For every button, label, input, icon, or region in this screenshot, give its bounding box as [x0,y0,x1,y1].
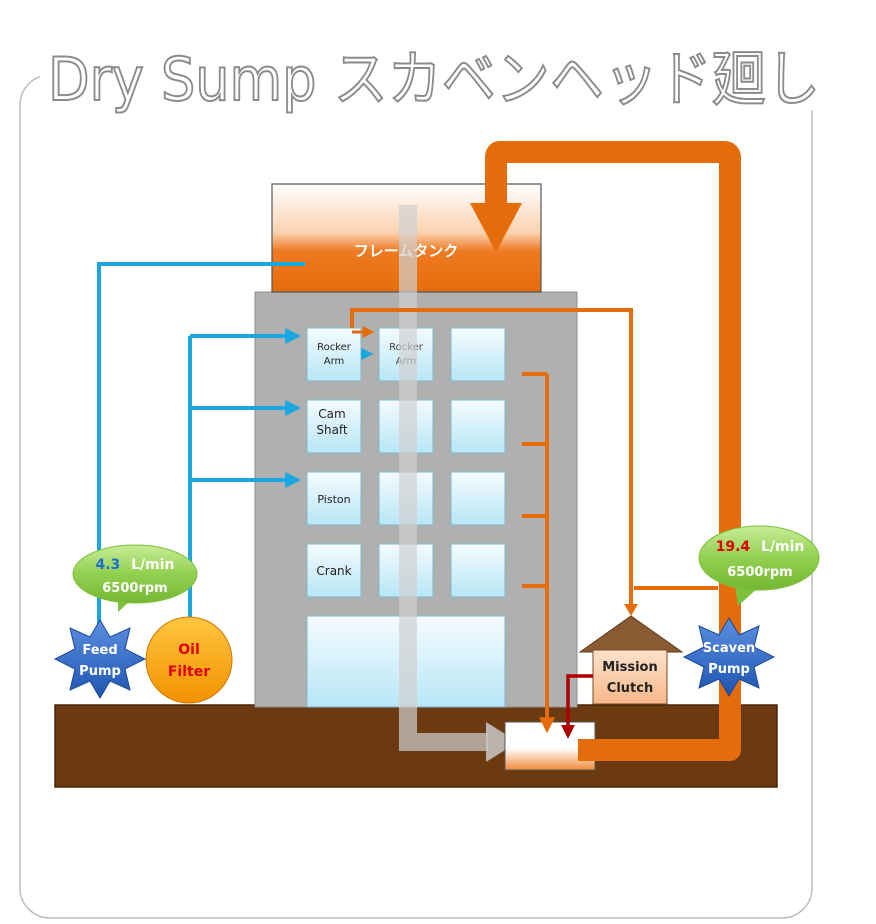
crank-label: Crank [316,564,351,578]
feed-pump-star [53,619,147,699]
feed-pump-label-l2: Pump [79,664,121,679]
scaven-pump-label-l2: Pump [708,662,750,677]
feed-flow-bubble: 4.3 L/min 6500rpm [72,544,198,612]
cell-cam-shaft [306,399,362,454]
return-flow-pipe [399,205,488,751]
mission-clutch-box [592,649,668,705]
cam-shaft-label-l1: Cam [318,407,345,421]
scavenge-lines [350,308,718,734]
cell-r1-c3 [450,327,506,382]
oil-filter-label-l1: Oil [178,642,200,658]
rocker-arm-1-label-l2: Arm [324,356,345,367]
cell-piston [306,471,362,526]
return-flow-arrow [486,722,518,762]
feed-flow-rpm: 6500rpm [102,581,167,596]
scaven-pump-label-l1: Scaven [703,641,755,656]
feed-bubble-body [72,544,198,604]
oil-filter [145,616,233,704]
scaven-flow-bubble: 19.4 L/min 6500rpm [698,525,820,606]
cell-crank [306,543,362,598]
rocker-arm-1-label-l1: Rocker [317,342,352,353]
feed-flow-text: 4.3 L/min [95,557,174,573]
feed-pump-label-l1: Feed [82,643,117,658]
scaven-bubble-body [698,525,820,591]
cell-rocker-arm-1 [306,327,362,382]
cell-r3-c3 [450,471,506,526]
title-backdrop [40,40,830,110]
feed-flow-value: 4.3 [95,557,120,573]
scaven-flow-text: 19.4 L/min [716,539,805,555]
scav-line-top-loop [350,308,633,604]
mission-clutch-label-l2: Clutch [607,681,653,696]
scaven-bubble-tail [735,586,760,606]
oil-filter-label-l2: Filter [168,664,210,680]
diagram-title: Dry Sump スカベンヘッド廻し [48,45,820,115]
mission-feed-arrowhead [624,604,638,616]
scaven-flow-unit: L/min [761,539,804,555]
scaven-flow-rpm: 6500rpm [727,565,792,580]
cell-r4-c3 [450,543,506,598]
scavenge-return-line [485,141,741,761]
clutch-drain-line [561,674,593,739]
feed-line-to-tank [97,262,305,640]
scavenge-return-arrow [470,203,522,252]
feed-lines [97,262,374,640]
piston-label: Piston [317,493,350,506]
mission-clutch-label-l1: Mission [602,660,658,675]
feed-flow-unit: L/min [131,557,174,573]
cam-shaft-label-l2: Shaft [316,423,348,437]
cell-r2-c3 [450,399,506,454]
scaven-flow-value: 19.4 [716,539,751,555]
scaven-pump-star [682,617,776,697]
